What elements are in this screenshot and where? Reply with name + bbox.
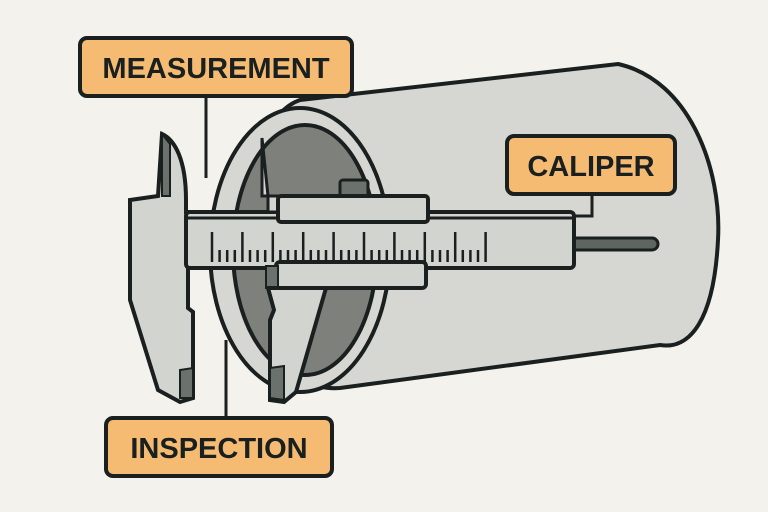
label-inspection: INSPECTION bbox=[104, 416, 334, 478]
vernier-slider bbox=[274, 260, 428, 290]
label-measurement-text: MEASUREMENT bbox=[102, 53, 329, 85]
moving-jaw-tip-shadow bbox=[269, 364, 285, 402]
caliper-leader bbox=[574, 192, 594, 218]
fixed-jaw-tip-shadow bbox=[179, 366, 194, 399]
label-caliper: CALIPER bbox=[505, 134, 677, 196]
fixed-jaw-upper-shadow bbox=[161, 131, 171, 197]
label-inspection-text: INSPECTION bbox=[130, 433, 307, 465]
vernier-slider-edge bbox=[265, 265, 279, 289]
label-caliper-text: CALIPER bbox=[527, 151, 654, 183]
slider-top bbox=[276, 194, 430, 224]
label-measurement: MEASUREMENT bbox=[78, 36, 354, 98]
